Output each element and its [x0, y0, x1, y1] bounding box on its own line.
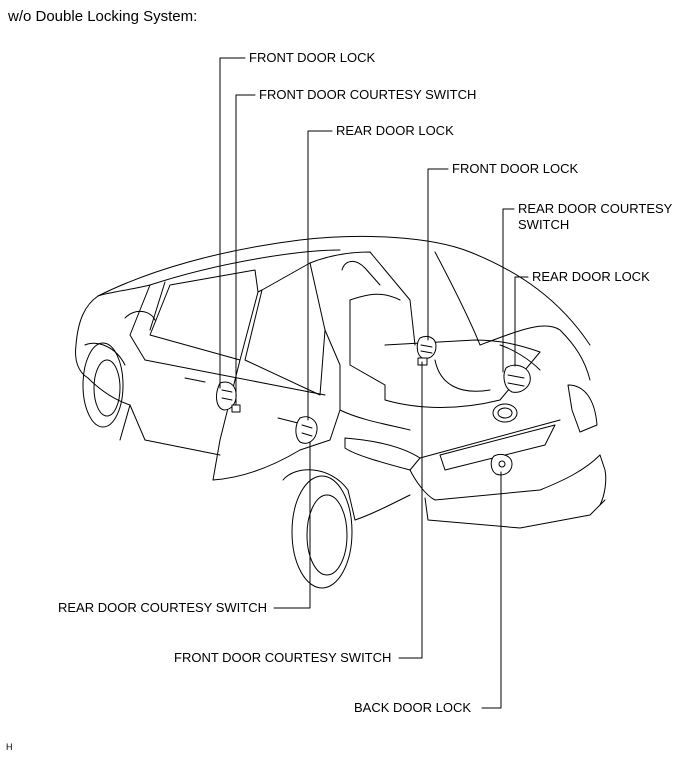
label-back-door-lock: BACK DOOR LOCK: [354, 700, 472, 715]
leader-lines: [219, 57, 529, 709]
component-rear-door-lock-left: [295, 416, 318, 444]
label-rear-door-courtesy-switch-right-line2: SWITCH: [518, 217, 570, 232]
car-body: [75, 235, 607, 589]
label-rear-door-courtesy-switch-bottom: REAR DOOR COURTESY SWITCH: [58, 600, 267, 615]
label-front-door-courtesy-switch-top: FRONT DOOR COURTESY SWITCH: [259, 87, 477, 102]
label-rear-door-lock-left: REAR DOOR LOCK: [336, 123, 454, 138]
component-front-door-lock-right: [416, 335, 437, 359]
label-front-door-lock-right: FRONT DOOR LOCK: [452, 161, 579, 176]
component-rear-door-lock-right: [503, 364, 531, 393]
figure-code: H: [6, 742, 13, 752]
label-front-door-courtesy-switch-bottom: FRONT DOOR COURTESY SWITCH: [174, 650, 392, 665]
diagram-title: w/o Double Locking System:: [8, 8, 198, 25]
component-back-door-lock: [490, 453, 513, 476]
label-rear-door-courtesy-switch-right-line1: REAR DOOR COURTESY: [518, 201, 673, 216]
label-front-door-lock-left: FRONT DOOR LOCK: [249, 50, 376, 65]
component-front-door-courtesy-switch-left: [231, 404, 241, 413]
label-rear-door-lock-right: REAR DOOR LOCK: [532, 269, 650, 284]
